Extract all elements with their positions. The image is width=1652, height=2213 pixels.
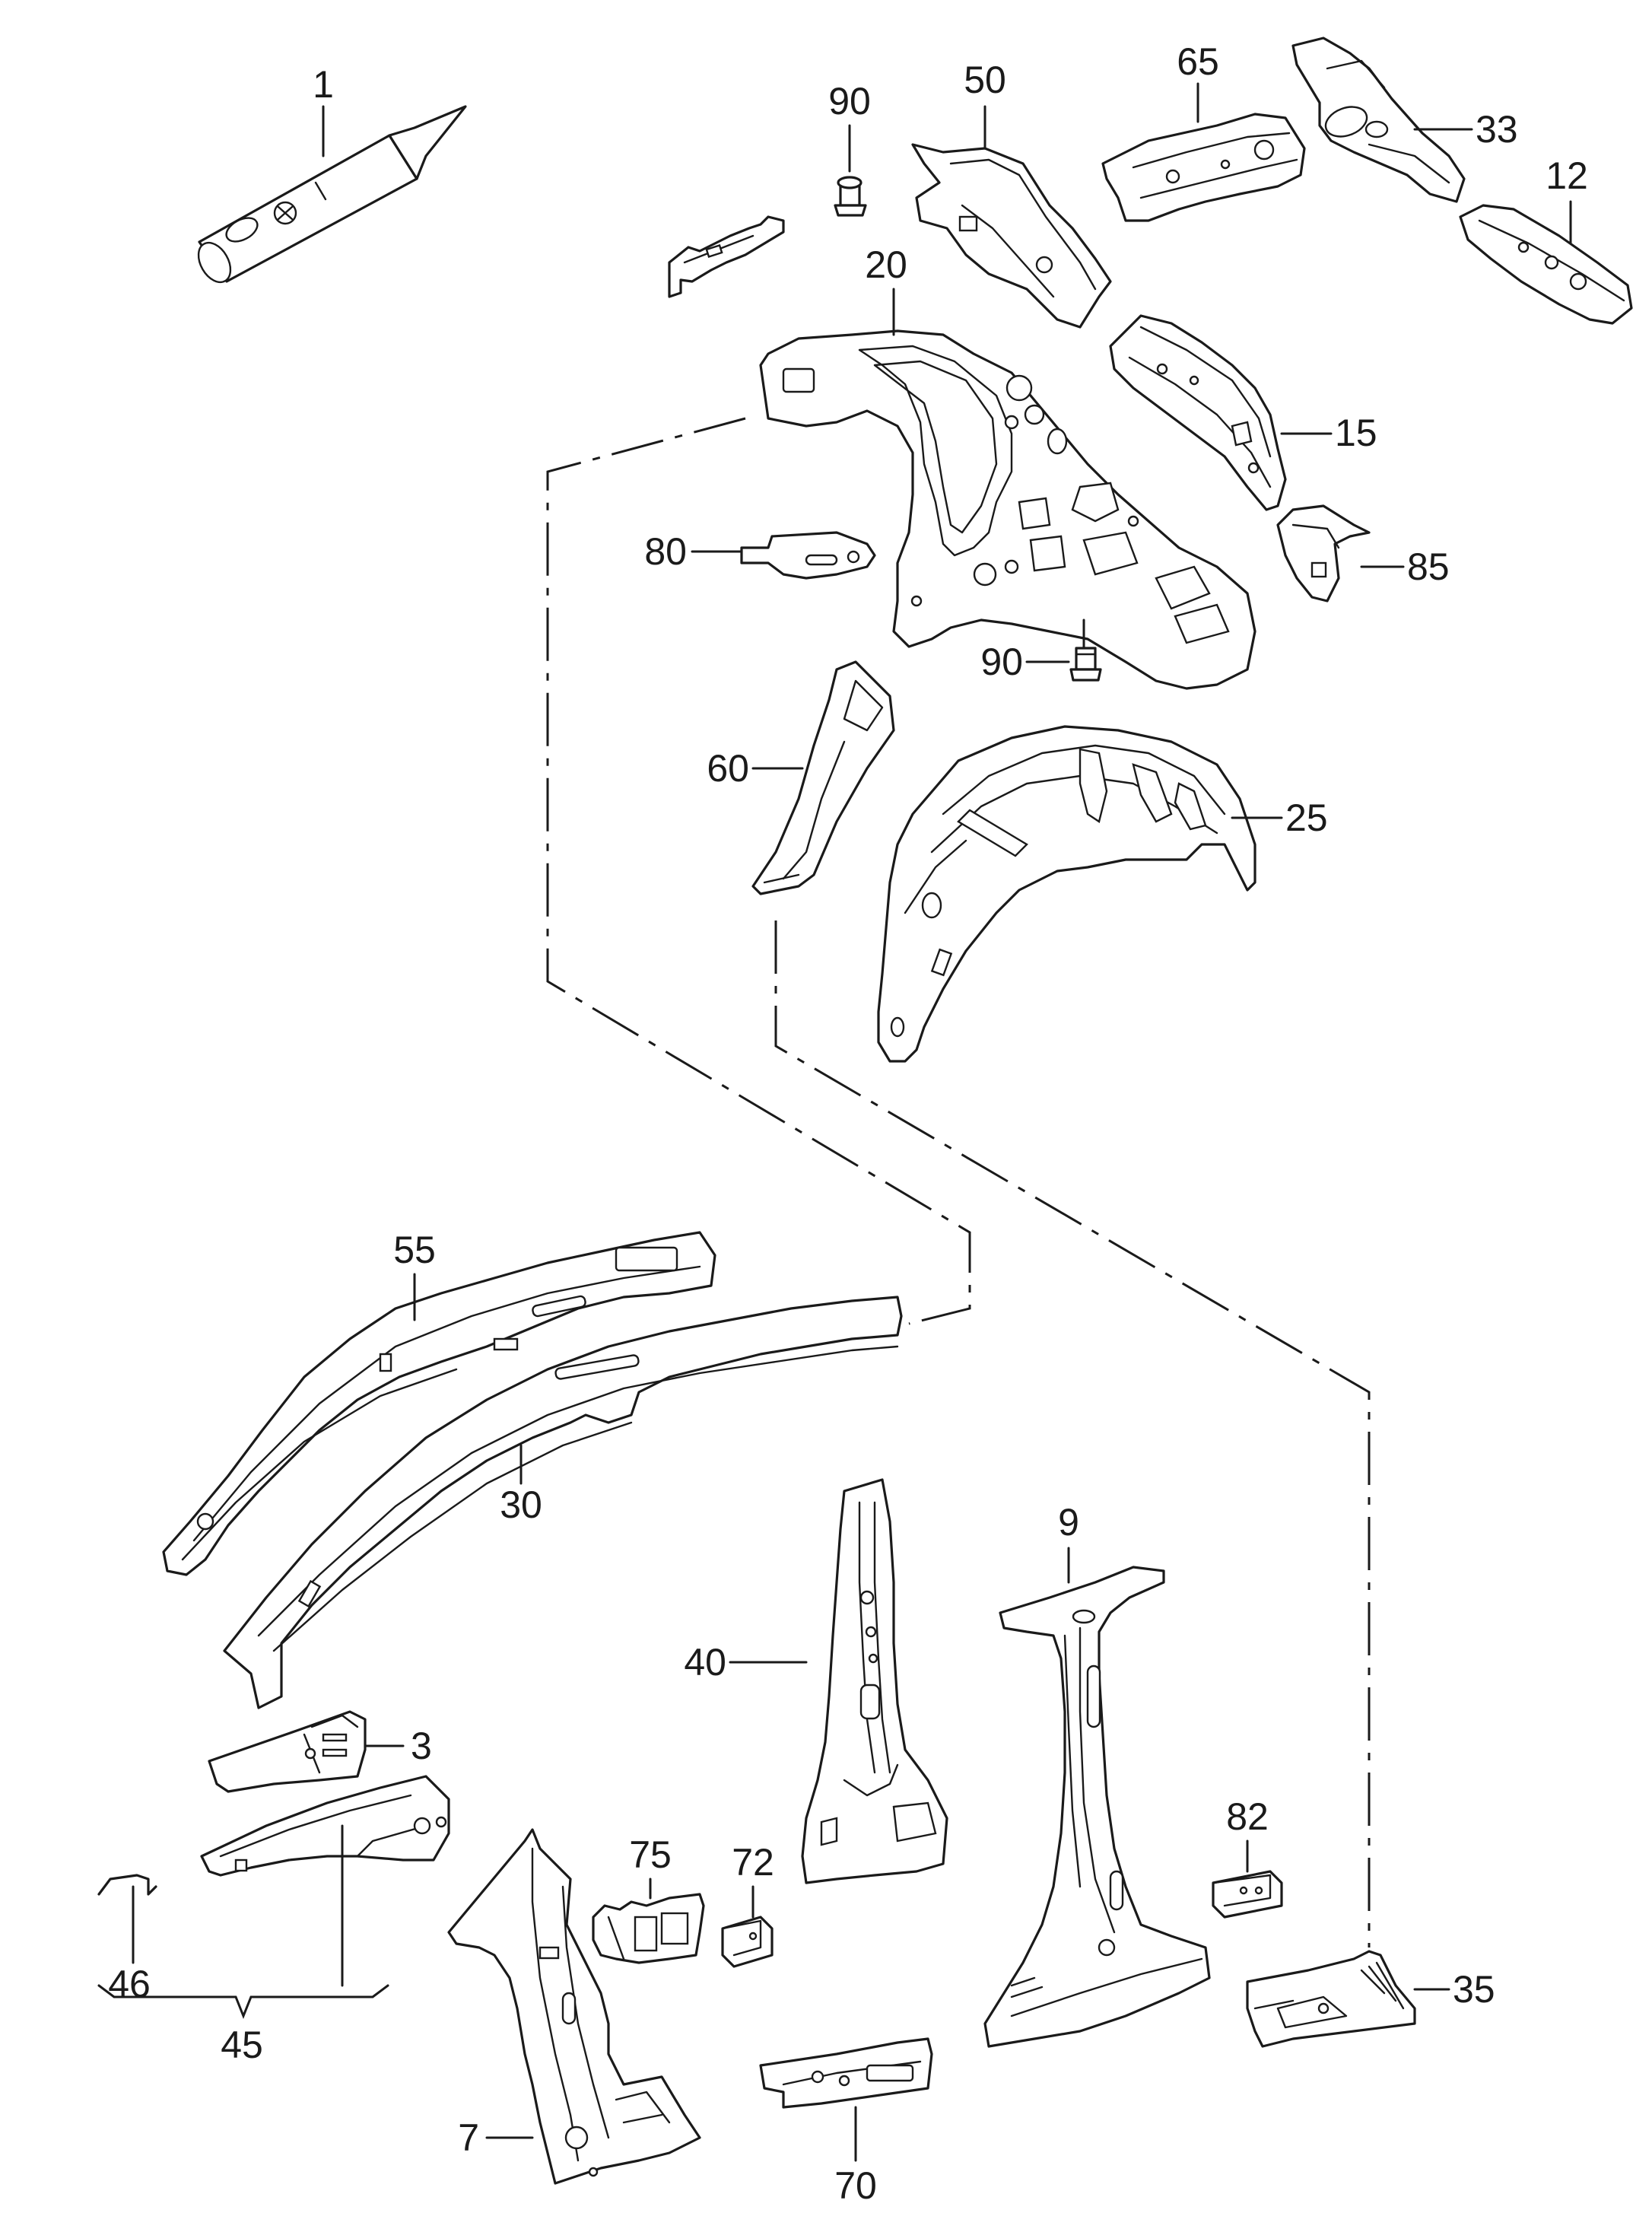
part-12-rail (1459, 204, 1633, 325)
part-50-inner-panel (911, 143, 1112, 329)
assembly-dashed-line-a (546, 417, 971, 1325)
callout-labels: 1 90 50 65 33 12 20 15 80 85 90 60 25 55… (108, 40, 1588, 2207)
part-55-roof-rail (162, 1231, 716, 1576)
part-25-wheel-housing (877, 725, 1256, 1063)
part-35-sill-end (1246, 1950, 1416, 2048)
label-7: 7 (458, 2116, 479, 2159)
part-60-pillar-piece (751, 660, 895, 895)
part-40-b-pillar-inner (801, 1478, 948, 1884)
label-30: 30 (500, 1483, 542, 1526)
label-9: 9 (1058, 1501, 1079, 1544)
label-20: 20 (865, 243, 907, 286)
part-9-b-pillar (983, 1566, 1211, 2048)
label-1: 1 (313, 63, 334, 106)
label-82: 82 (1226, 1795, 1269, 1838)
part-82-block (1212, 1870, 1283, 1919)
part-20-side-panel (759, 329, 1256, 690)
label-33: 33 (1476, 108, 1518, 151)
part-72-block (721, 1916, 774, 1968)
part-46-clip (97, 1874, 157, 1896)
label-12: 12 (1546, 154, 1588, 197)
label-90-middle: 90 (980, 641, 1023, 683)
part-3-bracket (208, 1710, 367, 1793)
label-90-top: 90 (828, 80, 871, 122)
label-25: 25 (1285, 796, 1328, 839)
part-33-bracket (1291, 37, 1466, 203)
part-65-panel (1101, 113, 1306, 222)
leader-lines (97, 82, 1572, 2162)
part-80-bracket (740, 531, 876, 580)
part-1-sealant-tube (197, 105, 467, 284)
label-75: 75 (629, 1833, 672, 1876)
label-55: 55 (393, 1229, 436, 1271)
label-65: 65 (1177, 40, 1219, 83)
part-70-sill-piece (759, 2037, 933, 2109)
part-30-roof-frame (223, 1296, 903, 1709)
label-70: 70 (834, 2164, 877, 2207)
part-75-bracket (592, 1893, 705, 1964)
part-7-a-pillar (447, 1828, 701, 2185)
label-72: 72 (732, 1841, 774, 1884)
assembly-dashed-line-b (774, 920, 1371, 1948)
part-90-bolt-top (834, 176, 867, 217)
label-35: 35 (1453, 1968, 1495, 2011)
label-80: 80 (644, 530, 687, 573)
label-45: 45 (221, 2024, 263, 2066)
label-85: 85 (1407, 545, 1450, 588)
label-50: 50 (964, 59, 1006, 101)
part-90-bolt-middle (1069, 647, 1102, 682)
part-85-bracket (1276, 504, 1371, 603)
part-15-rail (1109, 314, 1287, 511)
label-15: 15 (1335, 412, 1377, 454)
label-46: 46 (108, 1963, 151, 2005)
label-40: 40 (684, 1641, 726, 1684)
label-3: 3 (411, 1725, 432, 1767)
small-bracket-top (668, 215, 785, 298)
label-60: 60 (707, 747, 749, 790)
part-45-sill-assembly (200, 1775, 450, 1877)
